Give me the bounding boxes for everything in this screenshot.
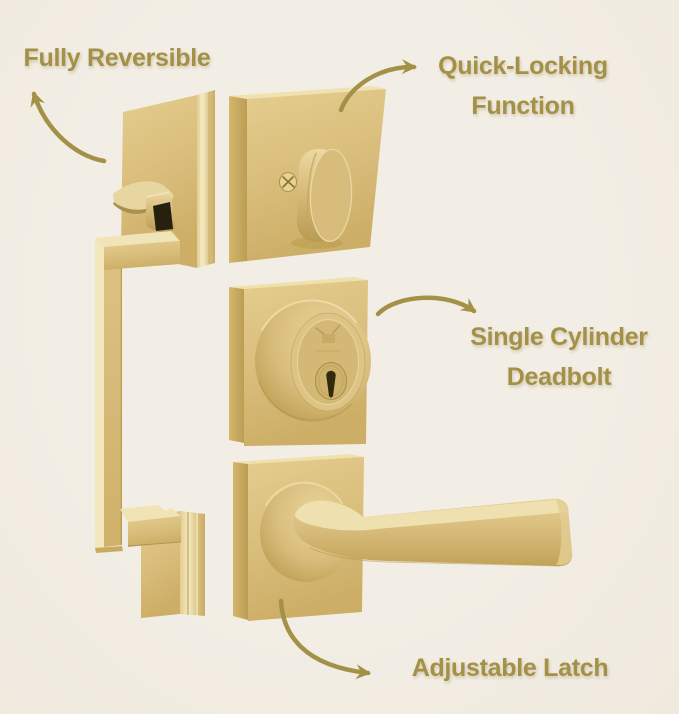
feature-label-single-cylinder: Single Cylinder Deadbolt <box>470 317 648 397</box>
feature-label-fully-reversible: Fully Reversible <box>23 44 211 72</box>
handleset-plate <box>121 90 215 268</box>
annotation-arrows <box>30 59 477 680</box>
fully-reversible-arrow-icon <box>30 91 107 164</box>
feature-label-adjustable-latch: Adjustable Latch <box>411 654 609 682</box>
lever-arm <box>293 498 573 567</box>
grip-handle-bar <box>95 231 182 553</box>
deadbolt-cylinder <box>229 277 371 446</box>
feature-label-line: Quick-Locking <box>438 52 608 80</box>
mounting-screw <box>279 172 297 192</box>
brand-emboss-icon <box>315 324 341 352</box>
quick-locking-arrow-icon <box>338 59 418 113</box>
feature-label-line: Function <box>471 92 575 120</box>
keyhole-icon <box>315 362 347 400</box>
handleset-grip <box>95 90 215 618</box>
single-cylinder-arrow-icon <box>375 295 477 317</box>
feature-label-line: Single Cylinder <box>470 323 648 351</box>
feature-label-quick-locking: Quick-Locking Function <box>438 46 608 126</box>
latch-hook <box>113 181 176 234</box>
feature-label-line: Deadbolt <box>506 363 612 391</box>
thumbturn-knob <box>297 148 353 243</box>
adjustable-latch-arrow-icon <box>278 598 372 680</box>
lever-handle <box>233 454 573 621</box>
thumbturn-plate <box>229 86 386 263</box>
